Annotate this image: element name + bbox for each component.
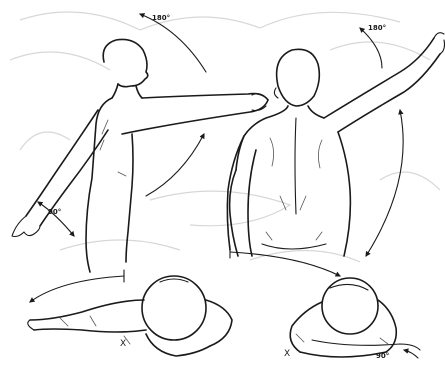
side-view-figure bbox=[12, 39, 268, 272]
horizontal-label: 90° bbox=[376, 352, 389, 360]
marker-right: X bbox=[284, 349, 290, 359]
abduction-arc: 180° bbox=[360, 24, 403, 256]
top-view-left: X bbox=[28, 270, 232, 356]
marker-left: X bbox=[120, 339, 126, 349]
extension-arc: 90° bbox=[38, 202, 74, 236]
back-view-figure bbox=[227, 33, 444, 256]
abduction-label: 180° bbox=[368, 24, 386, 32]
background-watermark bbox=[10, 12, 440, 262]
flexion-arc: 180° bbox=[140, 14, 206, 196]
top-view-right: X 90° bbox=[230, 246, 420, 360]
extension-label: 90° bbox=[48, 208, 61, 216]
flexion-label: 180° bbox=[152, 14, 170, 22]
